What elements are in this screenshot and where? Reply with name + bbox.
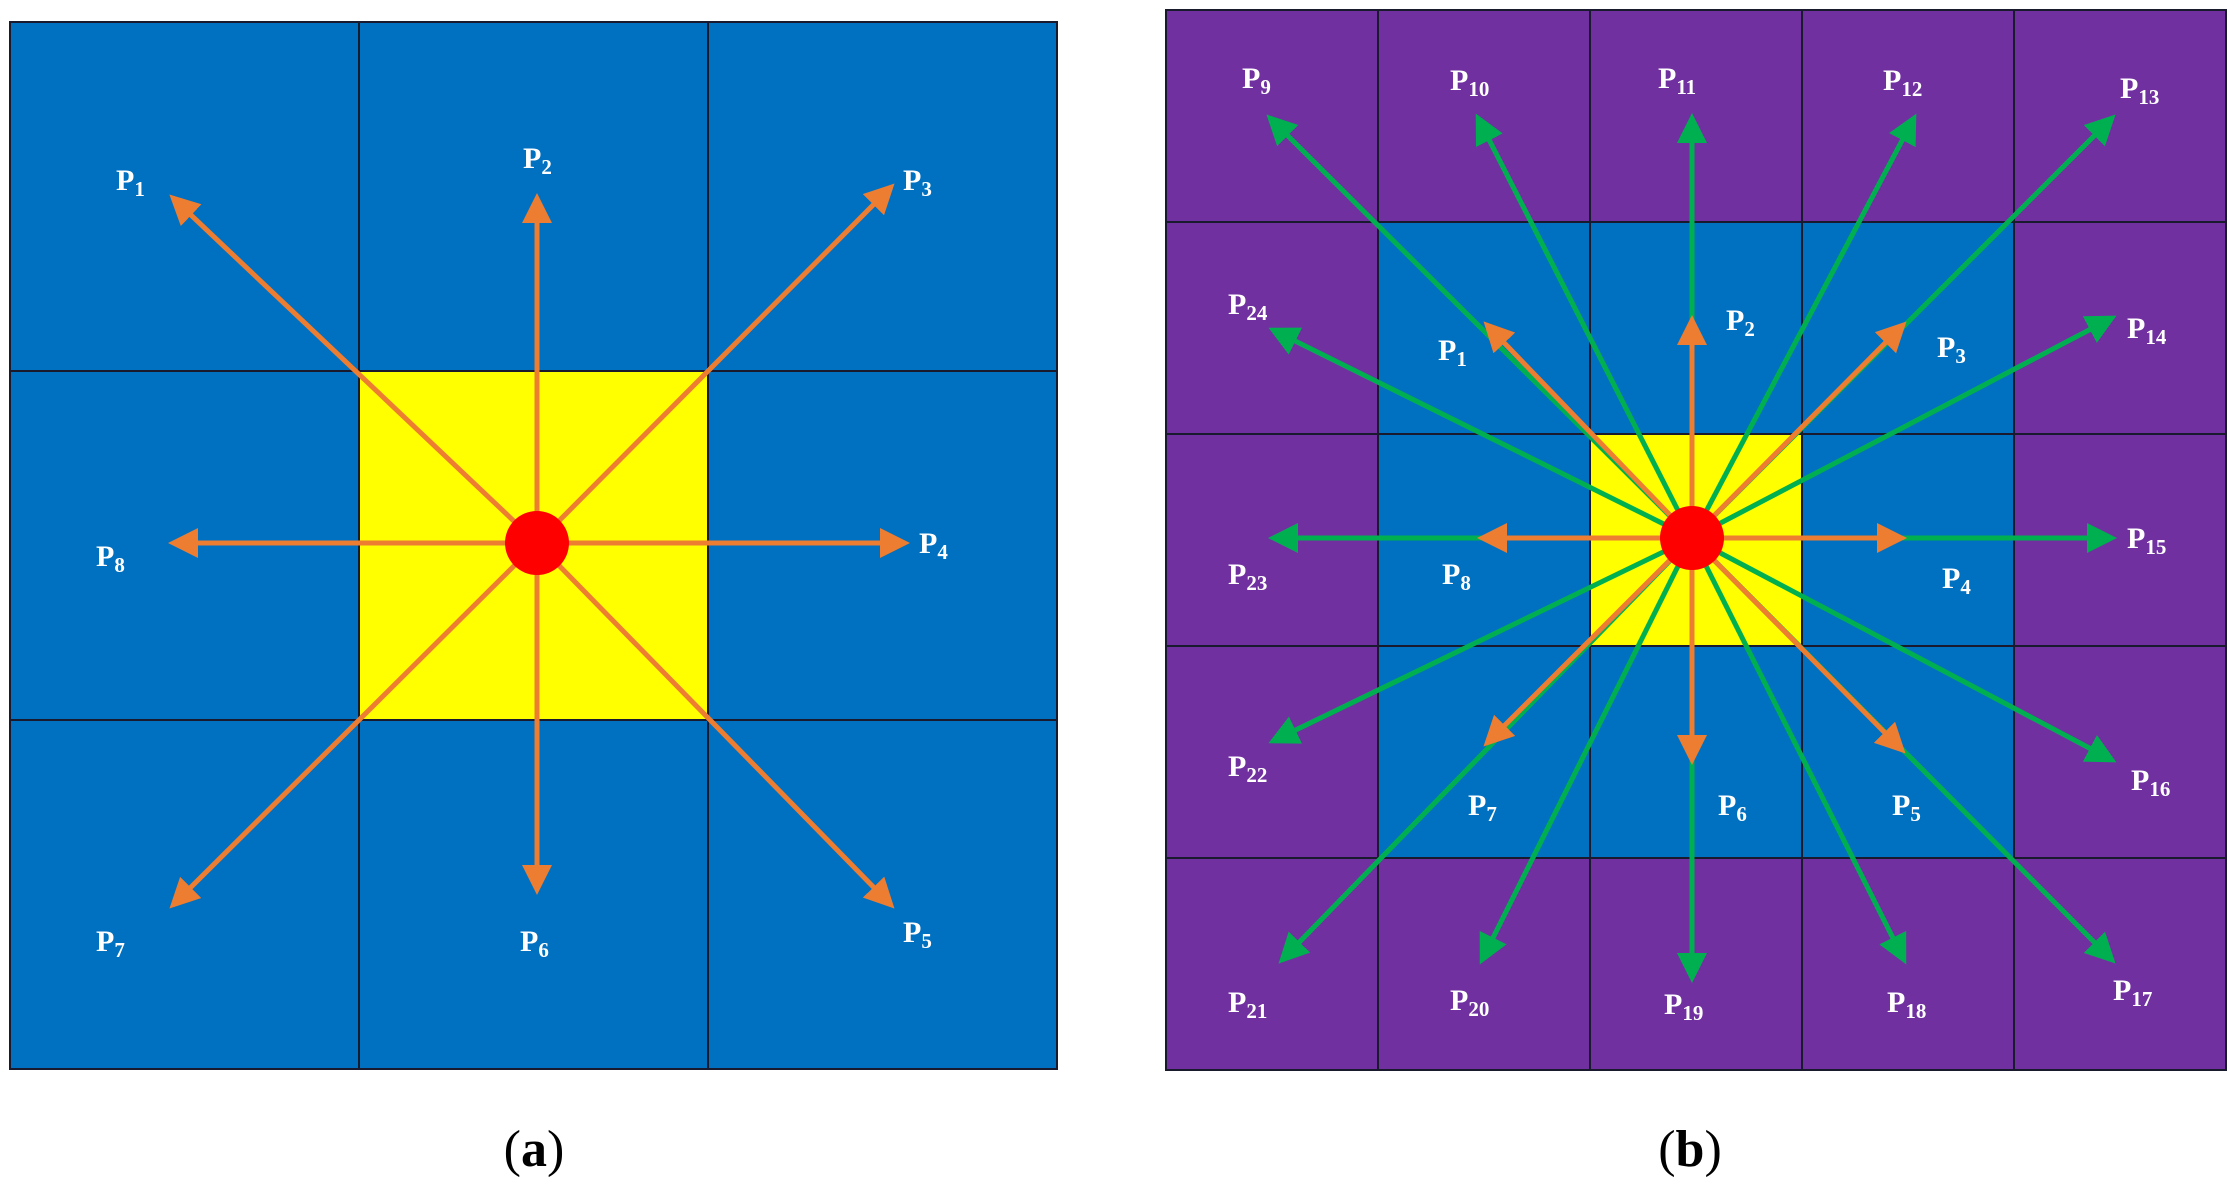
- arrow-p16: [1690, 535, 2117, 763]
- label-p17: P17: [2113, 974, 2152, 1011]
- label-p10: P10: [1450, 64, 1489, 101]
- outer-cell: [1377, 9, 1591, 223]
- arrow-p5: [1690, 536, 1906, 754]
- label-p4: P4: [1942, 562, 1971, 599]
- label-p6: P6: [1718, 789, 1747, 826]
- label-p13: P13: [2120, 72, 2159, 109]
- outer-cell: [1165, 9, 1379, 223]
- caption-a-letter: a: [521, 1121, 547, 1178]
- inner-cell: [1801, 221, 2015, 435]
- label-p8: P8: [96, 540, 125, 577]
- label-p4: P4: [919, 527, 948, 564]
- arrow-p20: [1479, 536, 1695, 965]
- panel-a-center-point: [505, 511, 569, 575]
- outer-cell: [1165, 645, 1379, 859]
- label-p20: P20: [1450, 984, 1489, 1021]
- label-p15: P15: [2127, 522, 2166, 559]
- arrow-p24: [1268, 327, 1694, 541]
- label-p7: P7: [96, 925, 125, 962]
- panel-b-inner-arrows: [1477, 315, 1907, 765]
- arrow-p3: [1690, 321, 1907, 540]
- label-p1: P1: [116, 164, 145, 201]
- arrow-p1: [169, 194, 539, 545]
- arrow-p7: [1483, 536, 1694, 747]
- outer-cell: [1165, 857, 1379, 1071]
- label-p7: P7: [1468, 789, 1497, 826]
- label-p22: P22: [1228, 750, 1267, 787]
- arrow-p14: [1690, 315, 2117, 541]
- label-p21: P21: [1228, 986, 1267, 1023]
- neighbor-cell: [358, 21, 709, 372]
- label-p23: P23: [1228, 558, 1267, 595]
- caption-b: (b): [1658, 1121, 1722, 1178]
- arrow-p7: [169, 541, 539, 909]
- outer-cell: [1377, 857, 1591, 1071]
- arrow-p5: [535, 541, 895, 909]
- caption-a: (a): [504, 1121, 565, 1178]
- arrow-p3: [535, 183, 895, 545]
- label-p19: P19: [1664, 988, 1703, 1025]
- label-p24: P24: [1228, 288, 1268, 325]
- outer-cell: [2013, 645, 2227, 859]
- outer-cell: [1801, 857, 2015, 1071]
- label-p12: P12: [1883, 64, 1922, 101]
- outer-cell: [2013, 9, 2227, 223]
- outer-cell: [1589, 857, 1803, 1071]
- label-p18: P18: [1887, 986, 1926, 1023]
- label-p5: P5: [903, 916, 932, 953]
- label-p6: P6: [520, 925, 549, 962]
- neighbor-cell: [358, 719, 709, 1070]
- outer-cell: [1165, 221, 1379, 435]
- label-p11: P11: [1658, 62, 1696, 99]
- label-p9: P9: [1242, 62, 1271, 99]
- label-p1: P1: [1438, 334, 1467, 371]
- label-p2: P2: [523, 142, 552, 179]
- arrow-p12: [1689, 113, 1917, 540]
- label-p5: P5: [1892, 789, 1921, 826]
- label-p3: P3: [903, 164, 932, 201]
- label-p16: P16: [2131, 764, 2170, 801]
- outer-cell: [1589, 9, 1803, 223]
- label-p2: P2: [1726, 304, 1755, 341]
- outer-cell: [2013, 221, 2227, 435]
- outer-cell: [1801, 9, 2015, 223]
- panel-b-center-point: [1660, 506, 1724, 570]
- label-p8: P8: [1442, 558, 1471, 595]
- outer-cell: [2013, 857, 2227, 1071]
- arrow-p10: [1475, 113, 1695, 540]
- arrow-p22: [1268, 535, 1694, 744]
- label-p14: P14: [2127, 312, 2167, 349]
- arrow-p18: [1689, 536, 1907, 965]
- arrow-p1: [1483, 321, 1694, 540]
- neighbor-cell: [9, 21, 360, 372]
- panel-a-arrows: [168, 183, 910, 909]
- label-p3: P3: [1937, 331, 1966, 368]
- caption-b-letter: b: [1676, 1121, 1705, 1178]
